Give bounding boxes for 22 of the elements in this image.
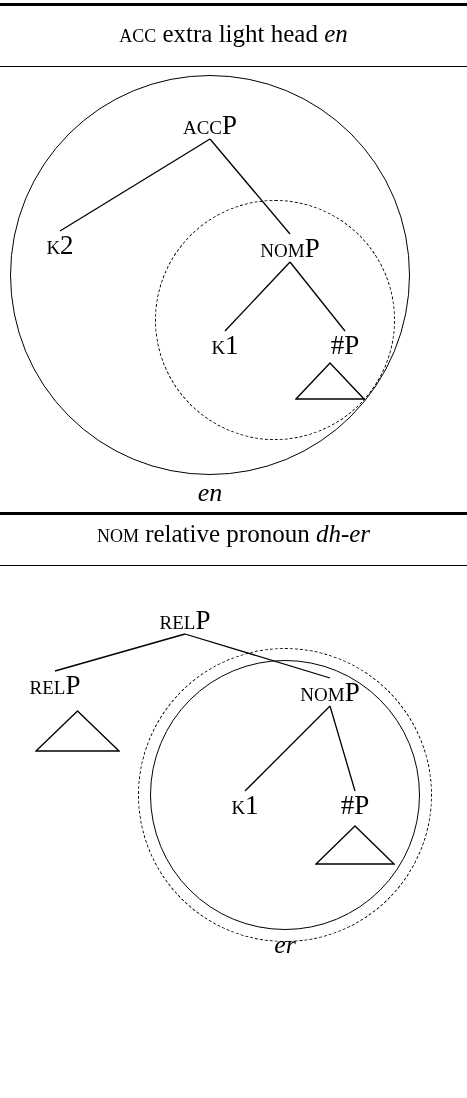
tree-branch bbox=[184, 633, 331, 679]
tree-branch bbox=[209, 138, 291, 235]
table-heading: acc extra light head en bbox=[118, 20, 349, 48]
tree-node-label: nomP bbox=[285, 676, 375, 708]
tree-node-label: k1 bbox=[180, 329, 270, 361]
tree-branch bbox=[329, 705, 356, 792]
tree-branch bbox=[289, 261, 346, 332]
tree-node-label: relP bbox=[140, 604, 230, 636]
tree-branch bbox=[244, 705, 331, 792]
node-caption: en bbox=[196, 478, 224, 508]
tree-node-label: #P bbox=[310, 789, 400, 821]
tree-branch bbox=[54, 633, 186, 672]
table-heading: nom relative pronoun dh-er bbox=[95, 520, 372, 548]
tree-node-label: k2 bbox=[15, 229, 105, 261]
tree-node-label: relP bbox=[10, 669, 100, 701]
tree-node-label: k1 bbox=[200, 789, 290, 821]
tree-branch bbox=[59, 138, 211, 232]
tree-node-label: accP bbox=[165, 109, 255, 141]
tree-branch bbox=[224, 261, 291, 332]
node-caption: er bbox=[273, 930, 297, 960]
tree-node-label: #P bbox=[300, 329, 390, 361]
tree-node-label: nomP bbox=[245, 232, 335, 264]
